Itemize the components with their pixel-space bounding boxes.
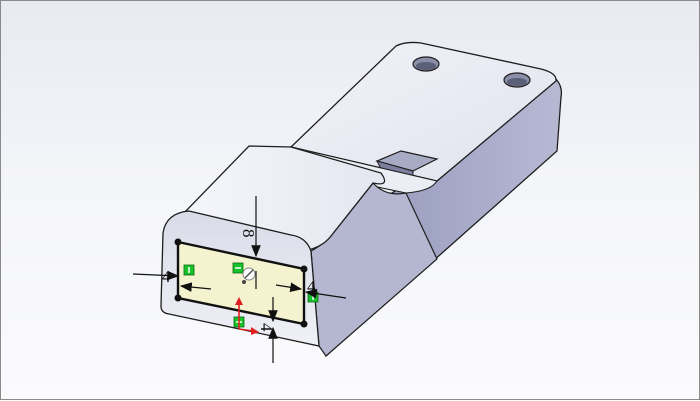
dimension-bottom[interactable]: 4 [257,297,278,363]
plate-top-face[interactable] [289,41,557,182]
dimension-top[interactable]: 8 [239,196,261,289]
dimension-top-value: 8 [239,229,258,238]
center-point-icon[interactable] [242,267,256,284]
sketch-point-br[interactable] [300,320,308,328]
dimension-bottom-value: 4 [257,323,276,332]
sketch-point-bl[interactable] [174,294,182,302]
horizontal-relation-icon[interactable] [232,262,244,274]
dimension-left-value: 4 [162,267,171,286]
sketch-point-tr[interactable] [300,265,308,273]
dimension-left[interactable]: 4 [132,267,212,292]
sketch-origin-icon [235,297,259,335]
sketch-point-tl[interactable] [174,238,182,246]
dimension-right[interactable]: 4 [275,277,347,299]
dimension-right-value: 4 [307,277,316,296]
vertical-relation-icon[interactable] [183,264,195,276]
